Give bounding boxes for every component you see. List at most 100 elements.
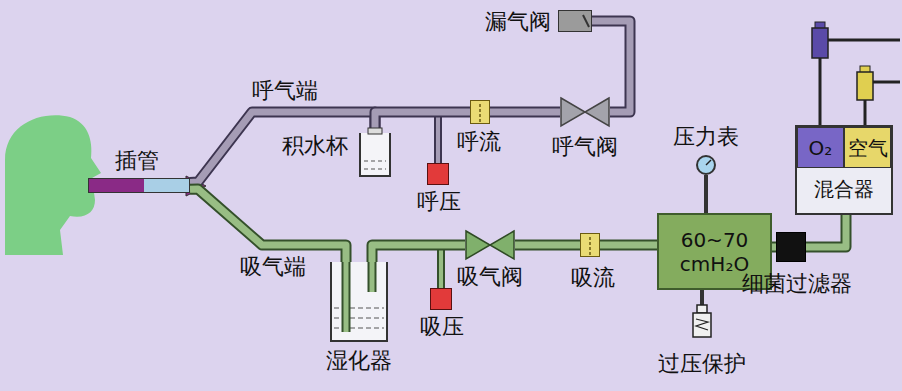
- node-label: 漏气阀: [485, 9, 551, 35]
- air-supply-line: [873, 81, 900, 84]
- node-label: 吸气阀: [457, 264, 523, 290]
- tube-fill: [600, 242, 657, 249]
- node-label: 吸流: [571, 265, 615, 291]
- node-label: 呼流: [457, 129, 501, 155]
- gauge-shape: [696, 155, 716, 175]
- pressure-tap: [439, 250, 443, 289]
- inner-tube-outline: [342, 262, 351, 332]
- gauge-dial: [697, 156, 715, 174]
- humidifier-shape: [330, 262, 388, 342]
- tube-fill: [372, 245, 465, 262]
- relief-body: [693, 313, 711, 337]
- tube-fill: [515, 242, 580, 249]
- valve-half: [466, 231, 490, 259]
- cup-body: [360, 133, 390, 176]
- gas-tube: [372, 245, 465, 262]
- tube-fill: [190, 112, 375, 183]
- node-label: 细菌过滤器: [742, 271, 852, 297]
- leak-mark: [583, 15, 589, 27]
- gas-tube: [702, 290, 703, 305]
- tube-fill: [702, 290, 703, 305]
- gas-tube: [806, 215, 846, 247]
- tube-label: 吸气端: [240, 254, 306, 280]
- node-label: 插管: [115, 148, 159, 174]
- o2-supply-line: [828, 39, 900, 42]
- node-label: O₂: [809, 136, 833, 160]
- tube-outline: [704, 175, 708, 213]
- air-cylinder: [857, 72, 873, 100]
- water-line: [364, 161, 386, 162]
- tube-outline: [190, 189, 346, 262]
- endotracheal-tube: 插管: [88, 178, 190, 193]
- tube-outline: [490, 107, 560, 118]
- pressure-sensor: 吸压: [430, 288, 452, 310]
- air-inlet-box: 空气: [844, 127, 891, 168]
- tube-fill: [490, 109, 560, 116]
- water-trap: 积水杯: [358, 128, 392, 178]
- tube-outline: [375, 112, 470, 128]
- tube-fill: [706, 175, 707, 213]
- valve-half: [490, 231, 514, 259]
- tube-outline: [600, 240, 657, 251]
- bacteria-filter: 细菌过滤器: [776, 232, 806, 262]
- tube-outline: [700, 290, 704, 305]
- oxygen-inlet-box: O₂: [797, 127, 844, 168]
- tube-fill: [806, 215, 846, 247]
- pressure-gauge: 压力表: [696, 155, 716, 175]
- cup-cap: [368, 128, 382, 134]
- relief-spring: [696, 319, 708, 330]
- node-label: 过压保护: [658, 351, 746, 377]
- gas-tube: [706, 175, 707, 213]
- flow-mesh: [589, 237, 591, 255]
- humidifier: 湿化器: [330, 262, 388, 342]
- tube-outline: [190, 112, 375, 183]
- gas-tube: [190, 112, 375, 183]
- flow-sensor: 吸流: [580, 233, 600, 257]
- valve-half: [561, 98, 585, 126]
- node-label: 呼压: [417, 189, 461, 215]
- o2-supply-line: [819, 58, 822, 126]
- o2-cylinder: [812, 28, 828, 58]
- tube-fill: [375, 112, 470, 128]
- flow-shape: [471, 101, 491, 125]
- tube-outline: [806, 215, 846, 247]
- cup-shape: [358, 128, 392, 178]
- node-label: 吸压: [420, 314, 464, 340]
- tube-fill: [190, 189, 346, 262]
- relief-stem: [697, 305, 707, 313]
- pressure-tap: [436, 117, 440, 164]
- inner-tube: [370, 262, 375, 292]
- node-label: 湿化器: [326, 348, 392, 374]
- leak-shape: [559, 11, 593, 33]
- pressure-tap-outline: [437, 250, 445, 289]
- exhalation-valve: 呼气阀: [560, 97, 610, 127]
- tube-outline: [515, 240, 580, 251]
- overpressure-relief: 过压保护: [692, 305, 712, 338]
- node-label: 混合器: [814, 177, 874, 201]
- flow-shape: [581, 234, 601, 258]
- water-line: [364, 169, 386, 170]
- inhalation-valve: 吸气阀: [465, 230, 515, 260]
- node-label: 积水杯: [282, 133, 348, 159]
- node-label: 呼气阀: [552, 134, 618, 160]
- inner-tube: [344, 262, 349, 332]
- node-label: 60~70 cmH₂O: [675, 228, 755, 276]
- patient-head: [5, 115, 101, 255]
- gas-tube: [600, 245, 657, 246]
- leak-valve: 漏气阀: [558, 10, 592, 32]
- humidifier-body: [331, 262, 387, 341]
- gas-tube: [490, 112, 560, 113]
- gas-tube: [515, 245, 580, 246]
- valve-half: [585, 98, 609, 126]
- inner-tube-outline: [368, 262, 377, 292]
- flow-sensor: 呼流: [470, 100, 490, 124]
- gas-tube: [375, 112, 470, 128]
- relief-shape: [692, 305, 712, 338]
- valve-shape: [560, 97, 610, 127]
- gas-mixer: 混合器 O₂ 空气: [795, 125, 893, 215]
- flow-mesh: [479, 104, 481, 122]
- air-supply-line: [864, 100, 867, 126]
- pressure-sensor: 呼压: [427, 163, 449, 185]
